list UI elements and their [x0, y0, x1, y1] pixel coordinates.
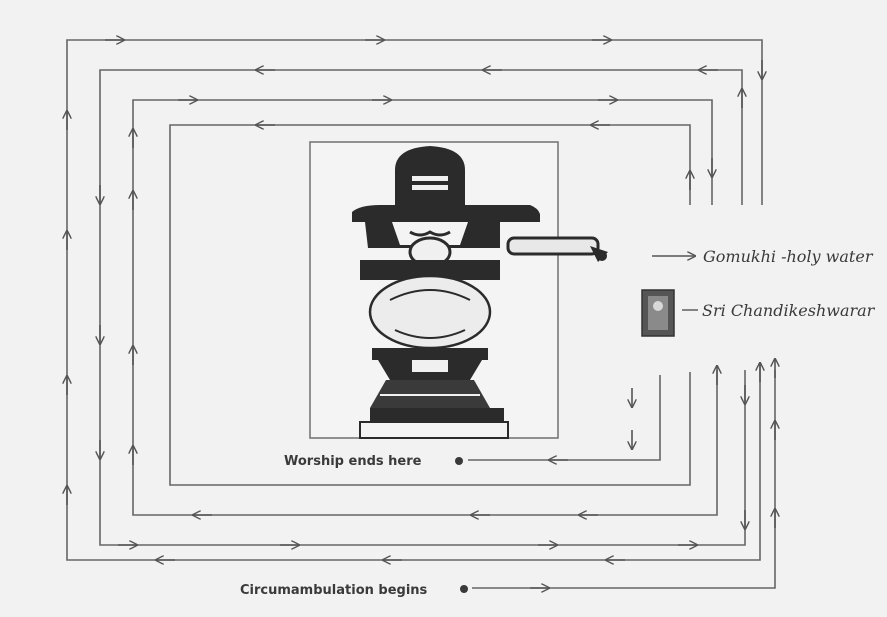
worship-ends-label: Worship ends here: [284, 454, 422, 469]
worship-ends-marker: [455, 457, 463, 465]
circumambulation-begins-label: Circumambulation begins: [240, 583, 428, 598]
circumambulation-begins-marker: [460, 585, 468, 593]
chandikeshwarar-label: Sri Chandikeshwarar: [702, 301, 876, 320]
chandikeshwarar-icon: [642, 290, 674, 336]
gomukhi-label: Gomukhi -holy water: [703, 247, 874, 266]
